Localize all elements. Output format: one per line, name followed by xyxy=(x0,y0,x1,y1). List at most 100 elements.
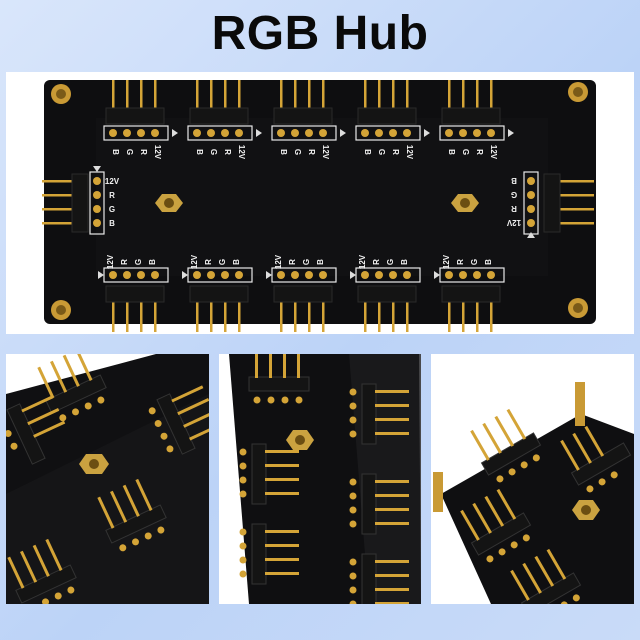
angled-photo-right xyxy=(431,354,634,604)
pin-label: 12V xyxy=(405,145,414,160)
solder-pad xyxy=(221,129,229,137)
header-pin xyxy=(238,80,241,114)
solder-pad xyxy=(486,555,494,563)
header-pin xyxy=(265,478,299,481)
header-pin xyxy=(177,398,209,416)
angled-photo-left xyxy=(6,354,209,604)
header-pin xyxy=(462,298,465,332)
header-pin xyxy=(154,298,157,332)
header-pin xyxy=(196,298,199,332)
arrow-marker-icon xyxy=(424,129,430,137)
header-pin xyxy=(364,80,367,114)
pin-label: R xyxy=(139,149,148,155)
pin-label: 12V xyxy=(489,145,498,160)
header-pin xyxy=(375,588,409,591)
header-pin xyxy=(406,298,409,332)
header-pin xyxy=(476,80,479,114)
hex-nut-icon xyxy=(79,454,109,474)
header-housing xyxy=(189,107,249,125)
header-pin xyxy=(224,298,227,332)
header-pin xyxy=(112,80,115,114)
header-housing xyxy=(357,107,417,125)
solder-pad xyxy=(93,219,101,227)
solder-pad xyxy=(239,542,247,550)
header-pin xyxy=(255,354,258,378)
header-pin xyxy=(378,80,381,114)
solder-pad xyxy=(527,205,535,213)
header-housing xyxy=(105,107,165,125)
header-pin xyxy=(484,495,505,527)
header-pin xyxy=(37,366,55,399)
header-pin xyxy=(265,530,299,533)
header-pin xyxy=(45,538,63,571)
solder-pad xyxy=(137,129,145,137)
solder-pad xyxy=(6,430,12,438)
pin-header xyxy=(349,383,409,445)
solder-pad xyxy=(239,528,247,536)
solder-pad xyxy=(403,129,411,137)
header-pin xyxy=(375,432,409,435)
header-pin xyxy=(265,558,299,561)
header-housing xyxy=(441,107,501,125)
solder-pad xyxy=(527,177,535,185)
pin-label: G xyxy=(134,259,143,265)
solder-pad xyxy=(610,471,618,479)
header-housing xyxy=(480,432,542,476)
pin-label: 12V xyxy=(442,254,451,269)
solder-pad xyxy=(59,414,67,422)
solder-pad xyxy=(349,558,357,566)
solder-pad xyxy=(207,129,215,137)
header-pin xyxy=(322,298,325,332)
header-pin xyxy=(522,562,542,594)
header-pin xyxy=(283,354,286,378)
pcb-angled-view-left xyxy=(6,354,209,604)
angled-photo-middle xyxy=(219,354,421,604)
pcb-angled-view-middle xyxy=(229,354,421,604)
header-pin xyxy=(392,80,395,114)
pin-label: G xyxy=(511,190,517,199)
solder-pad xyxy=(151,129,159,137)
solder-pad xyxy=(221,271,229,279)
pin-label: B xyxy=(511,176,517,185)
pin-header xyxy=(560,425,632,493)
header-pin xyxy=(7,556,25,589)
pin-label: G xyxy=(470,259,479,265)
arrow-marker-icon xyxy=(350,271,356,279)
header-pin xyxy=(560,439,580,471)
solder-pad xyxy=(586,485,594,493)
arrow-marker-icon xyxy=(98,271,104,279)
header-housing xyxy=(71,173,89,233)
header-pin xyxy=(308,298,311,332)
solder-pad xyxy=(235,271,243,279)
header-pin xyxy=(42,180,78,183)
header-pin xyxy=(122,484,140,517)
arrow-marker-icon xyxy=(182,271,188,279)
arrow-marker-icon xyxy=(527,232,535,238)
pin-label: G xyxy=(209,149,218,155)
solder-pad xyxy=(239,476,247,484)
pin-label: 12V xyxy=(506,218,521,227)
solder-pad xyxy=(137,271,145,279)
header-pin xyxy=(126,80,129,114)
header-housing xyxy=(105,285,165,303)
solder-pad xyxy=(403,271,411,279)
solder-pad xyxy=(239,462,247,470)
solder-pad xyxy=(375,129,383,137)
header-pin xyxy=(154,80,157,114)
solder-pad xyxy=(527,219,535,227)
solder-pad xyxy=(349,388,357,396)
standoff-icon xyxy=(568,82,588,102)
solder-pad xyxy=(349,586,357,594)
pin-label: B xyxy=(316,259,325,265)
silkscreen-box xyxy=(271,125,337,141)
silkscreen-box xyxy=(187,125,253,141)
pin-label: B xyxy=(148,259,157,265)
header-pin xyxy=(378,298,381,332)
header-pin xyxy=(280,80,283,114)
solder-pad xyxy=(498,548,506,556)
header-housing xyxy=(543,173,561,233)
